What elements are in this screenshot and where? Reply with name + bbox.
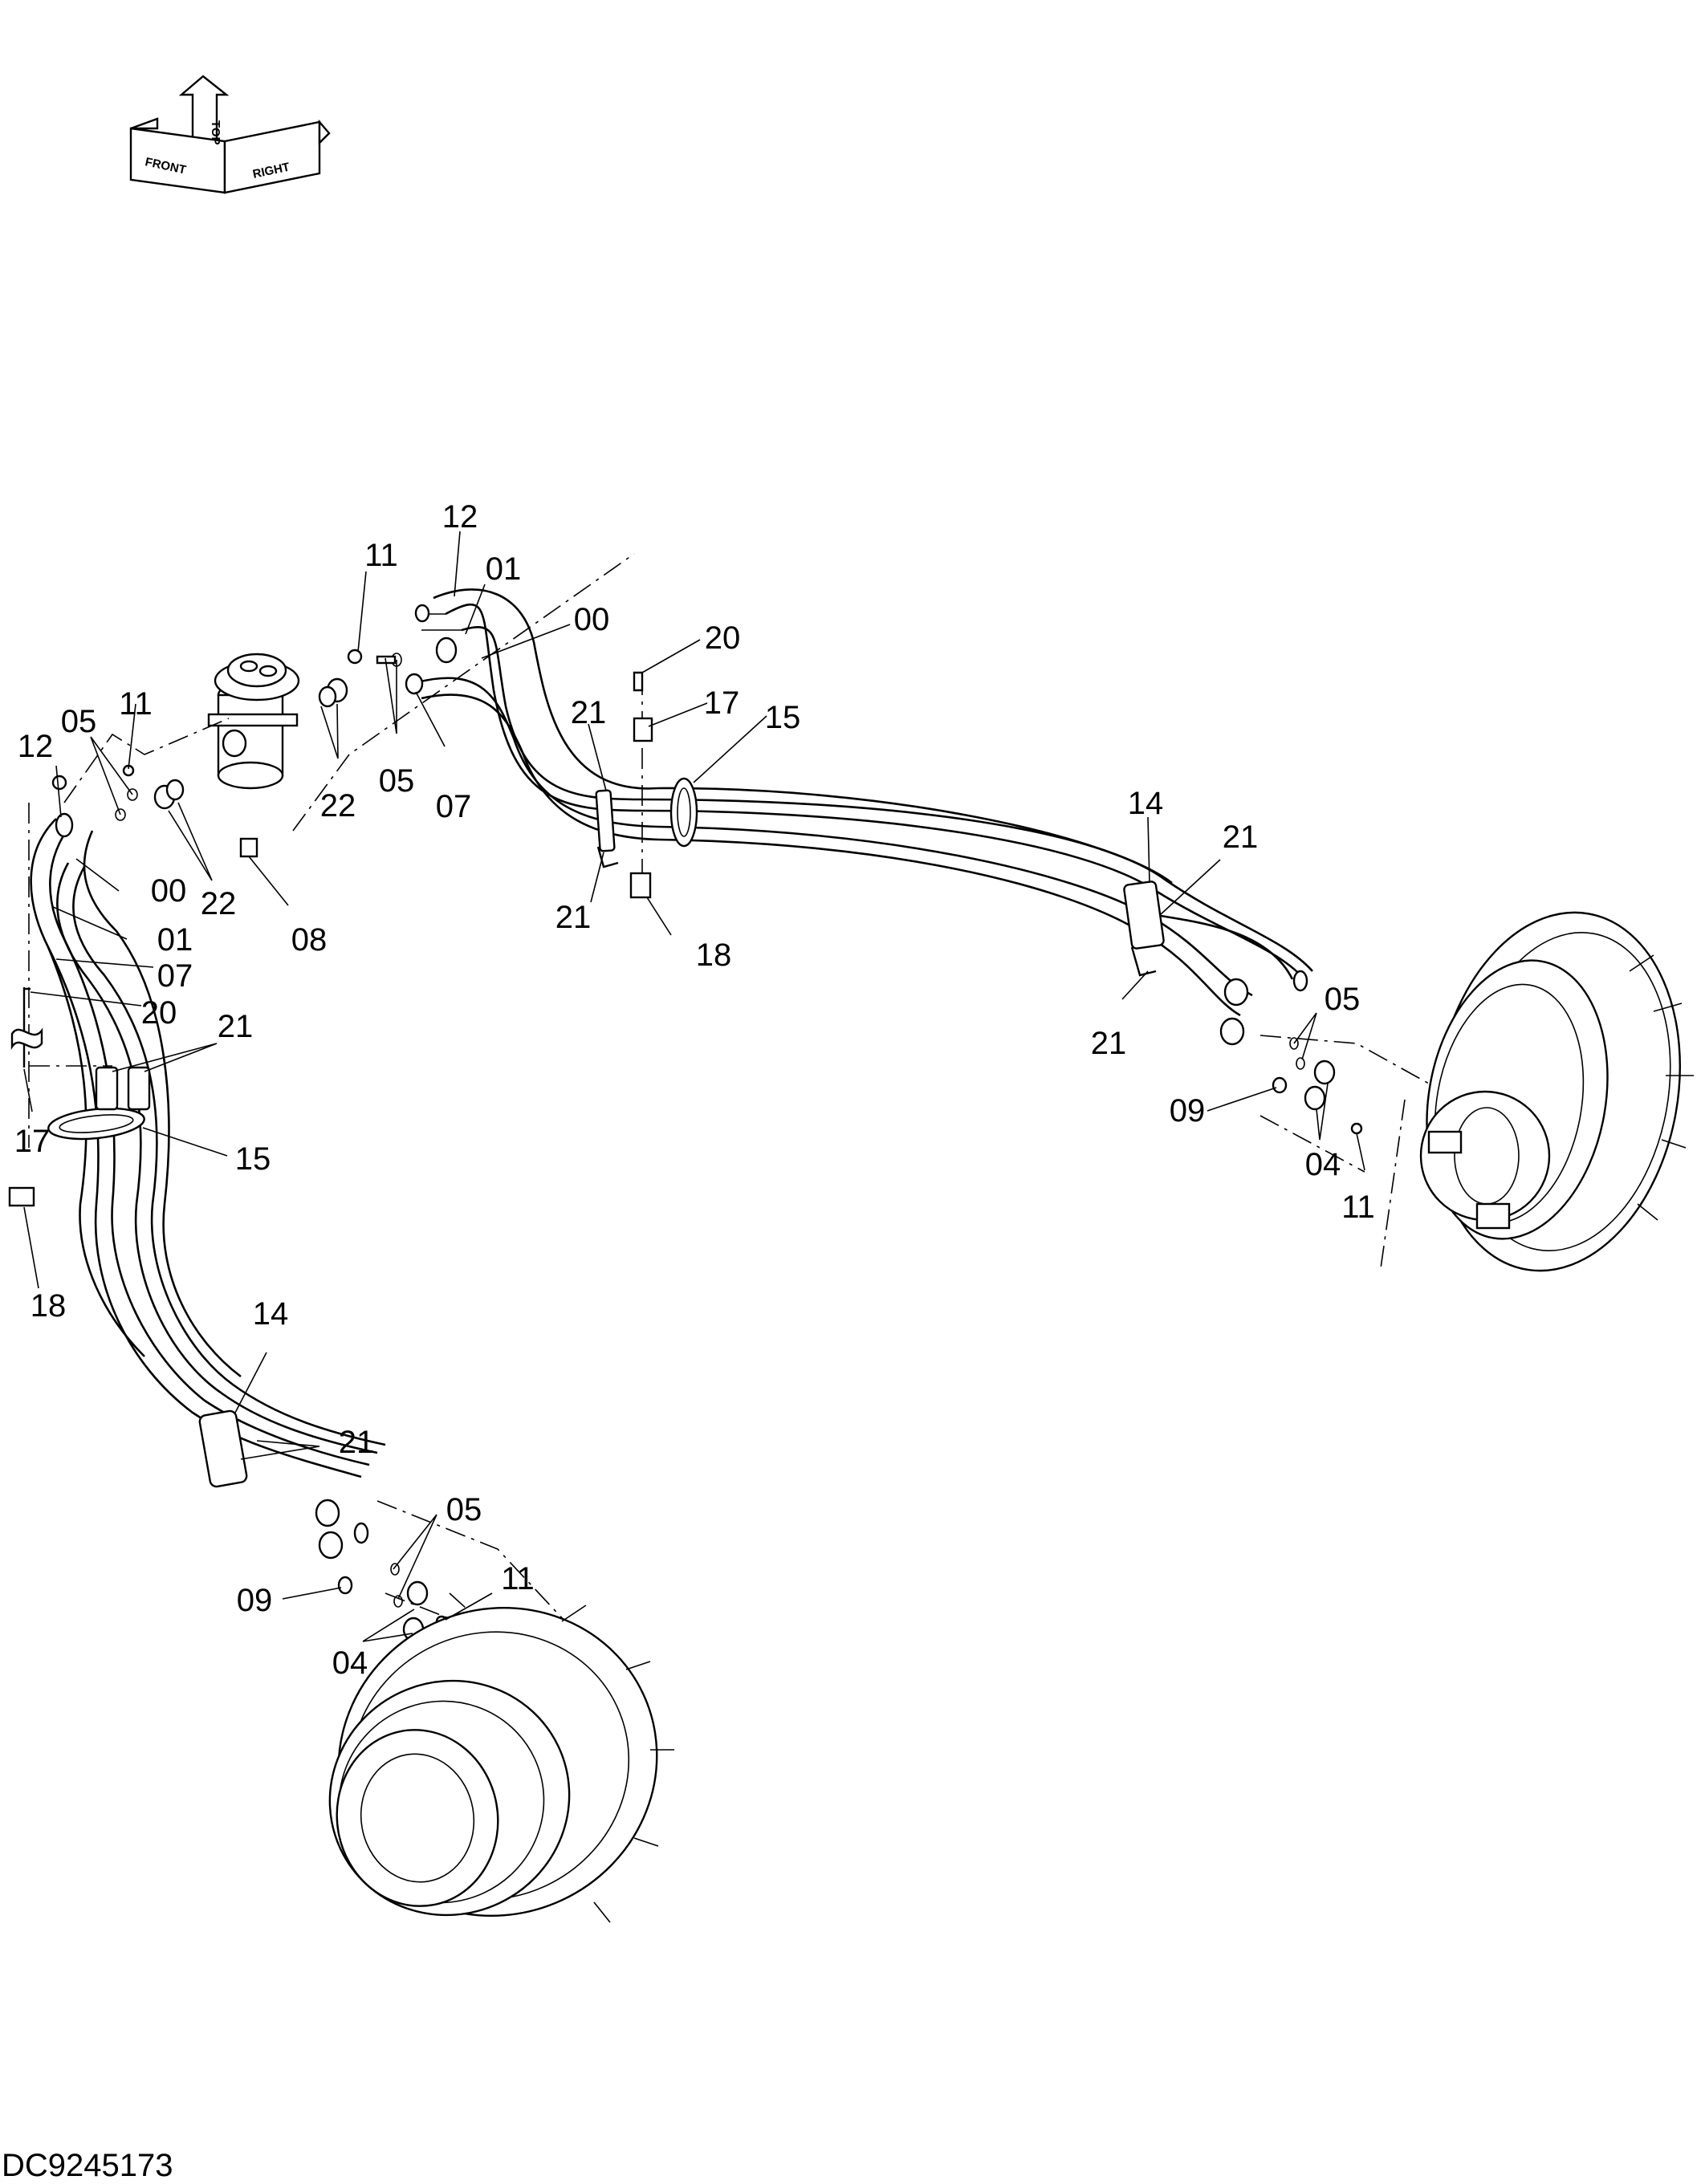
callout-00: 00 xyxy=(574,602,610,637)
callout-14: 14 xyxy=(1128,786,1164,821)
drawing-code: DC9245173 xyxy=(2,2148,173,2183)
callout-11: 11 xyxy=(501,1561,535,1596)
left-travel-motor xyxy=(328,1604,674,1923)
callout-15: 15 xyxy=(765,700,801,735)
callout-04: 04 xyxy=(332,1645,368,1681)
callout-01: 01 xyxy=(157,922,193,958)
callout-18: 18 xyxy=(696,937,732,973)
callout-22: 22 xyxy=(320,788,356,824)
callout-04: 04 xyxy=(1305,1147,1341,1182)
callout-22: 22 xyxy=(201,886,237,921)
callout-21: 21 xyxy=(339,1425,375,1460)
callout-21: 21 xyxy=(218,1009,254,1044)
callout-21: 21 xyxy=(1223,820,1259,855)
hose-bundle-right xyxy=(409,588,1313,1017)
orientation-indicator: FRONT TOP RIGHT xyxy=(129,75,331,194)
callout-01: 01 xyxy=(486,551,522,587)
callout-00: 00 xyxy=(151,873,187,909)
callout-15: 15 xyxy=(235,1141,271,1177)
callout-17: 17 xyxy=(14,1124,51,1159)
center-joint xyxy=(207,653,300,790)
callout-12: 12 xyxy=(442,499,478,535)
right-travel-motor xyxy=(1419,911,1694,1272)
callout-07: 07 xyxy=(157,958,193,994)
callout-11: 11 xyxy=(364,538,398,573)
callout-05: 05 xyxy=(61,704,97,739)
callout-17: 17 xyxy=(704,685,740,721)
fittings xyxy=(8,604,1363,1642)
callout-21: 21 xyxy=(555,900,592,935)
callout-05: 05 xyxy=(1325,982,1361,1017)
callout-21: 21 xyxy=(571,695,607,730)
callout-05: 05 xyxy=(379,763,415,799)
callouts: 12 01 11 00 20 17 21 15 05 11 12 05 22 0… xyxy=(14,499,1375,1681)
callout-11: 11 xyxy=(119,686,153,722)
callout-11: 11 xyxy=(1341,1190,1375,1225)
callout-18: 18 xyxy=(31,1288,67,1324)
orient-top-label: TOP xyxy=(209,120,222,145)
callout-09: 09 xyxy=(237,1583,273,1618)
callout-20: 20 xyxy=(705,620,741,656)
callout-14: 14 xyxy=(253,1296,289,1332)
callout-21: 21 xyxy=(1091,1026,1127,1061)
callout-09: 09 xyxy=(1170,1093,1206,1129)
callout-20: 20 xyxy=(141,995,177,1031)
callout-12: 12 xyxy=(18,729,54,764)
leader-lines xyxy=(23,531,1365,1642)
callout-07: 07 xyxy=(436,789,472,824)
callout-08: 08 xyxy=(291,922,328,958)
callout-05: 05 xyxy=(446,1492,482,1527)
clamps xyxy=(47,777,1165,1488)
